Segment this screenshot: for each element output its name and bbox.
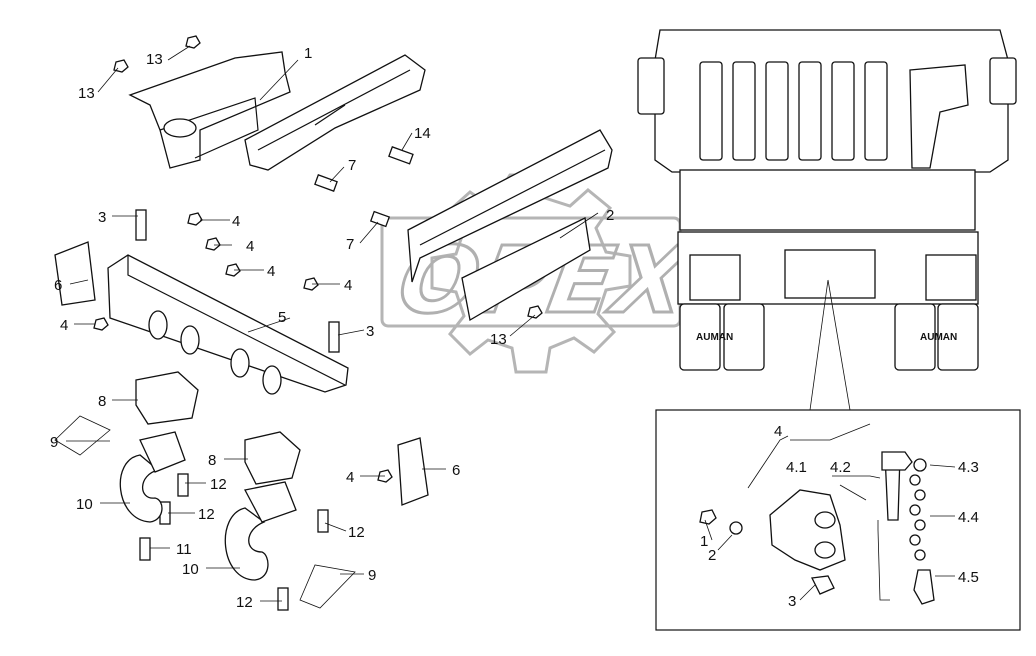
callout-12: 12 [210,476,227,493]
tow-crossmember-assembly [54,209,429,611]
callout-4: 4 [246,238,254,255]
callout-6: 6 [452,462,460,479]
callout-7: 7 [348,157,356,174]
callout-5: 5 [278,309,286,326]
detail-leader [809,279,851,411]
callout-9: 9 [368,567,376,584]
brand-plate-right: AUMAN [920,332,957,343]
crossmember [107,254,349,393]
bolt-icon [811,575,835,595]
callout-12: 12 [198,506,215,523]
callout-4: 4 [346,469,354,486]
end-plate-left [54,241,96,306]
callout-7: 7 [346,236,354,253]
callout-10: 10 [76,496,93,513]
detail-callout-4-5: 4.5 [958,569,979,586]
callout-4: 4 [232,213,240,230]
truck-front-view: AUMAN AUMAN [637,29,1017,371]
frame-rail-left [244,54,426,171]
tow-hook-left [54,415,186,523]
tow-hook-right [224,481,356,609]
safety-clip [54,415,111,456]
detail-callout-4-3: 4.3 [958,459,979,476]
mount-block [135,371,199,425]
safety-clip [299,564,356,609]
callout-12: 12 [236,594,253,611]
detail-callout-3: 3 [788,593,796,610]
callout-8: 8 [98,393,106,410]
detail-panel [655,409,1021,631]
tow-pin-bracket [769,489,846,571]
shackle-icon [913,569,935,605]
nut-icon [699,509,717,525]
callout-3: 3 [98,209,106,226]
callout-14: 14 [414,125,431,142]
grille [699,61,888,161]
callout-13: 13 [146,51,163,68]
leader-lines [66,45,956,602]
callout-2: 2 [606,207,614,224]
callout-8: 8 [208,452,216,469]
callout-13: 13 [78,85,95,102]
callout-3: 3 [366,323,374,340]
watermark-gear-icon [430,173,632,374]
callout-labels: 1 13 13 14 7 2 7 13 3 4 4 4 4 4 6 5 3 8 … [50,45,979,611]
callout-10: 10 [182,561,199,578]
bolt-icon [135,209,340,611]
bolt-icon [369,210,543,319]
callout-11: 11 [176,541,192,558]
callout-12: 12 [348,524,365,541]
brand-plate-left: AUMAN [696,332,733,343]
bracket-plate [128,51,291,169]
callout-4: 4 [267,263,275,280]
mount-block [244,431,301,485]
detail-callout-4-1: 4.1 [786,459,807,476]
washer-icon [729,521,743,535]
side-rail [407,129,613,283]
callout-9: 9 [50,434,58,451]
detail-callout-4-4: 4.4 [958,509,979,526]
detail-callout-4: 4 [774,423,782,440]
frame-rail-center [369,129,613,322]
callout-4: 4 [60,317,68,334]
reinforcement-plate [461,217,591,322]
callout-4: 4 [344,277,352,294]
callout-1: 1 [304,45,312,62]
detail-callout-2: 2 [708,547,716,564]
detail-frame [655,409,1021,631]
nut-icon [93,212,393,483]
detail-callout-1: 1 [700,533,708,550]
end-plate-right [397,437,429,506]
chain-icon [909,458,927,561]
callout-6: 6 [54,277,62,294]
detail-callout-4-2: 4.2 [830,459,851,476]
mounting-bracket-assembly [113,35,426,192]
callout-13: 13 [490,331,507,348]
